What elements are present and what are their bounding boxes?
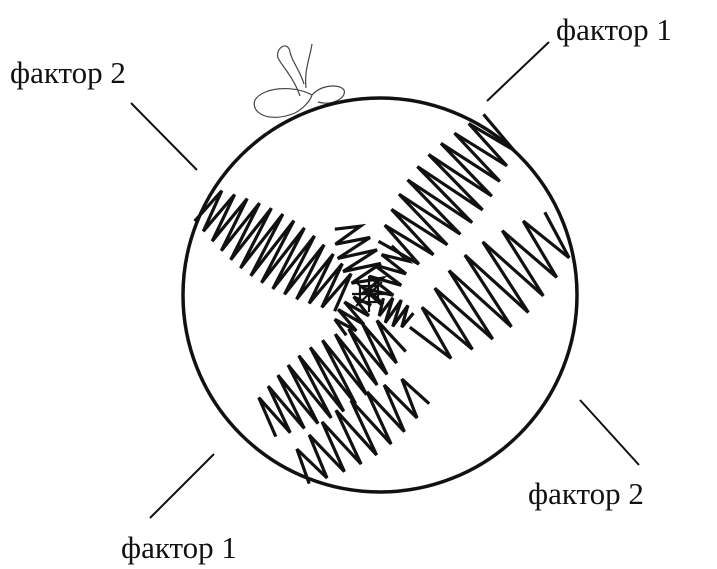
leader-line-top-right [487,42,549,101]
leader-line-bottom-right [580,400,639,465]
label-factor-top-left: фактор 2 [10,57,126,88]
label-factor-top-right: фактор 1 [556,14,672,45]
leader-line-bottom-left [150,454,214,518]
label-factor-bottom-left: фактор 1 [121,532,237,563]
label-factor-bottom-right: фактор 2 [528,478,644,509]
leader-line-top-left [131,103,197,170]
